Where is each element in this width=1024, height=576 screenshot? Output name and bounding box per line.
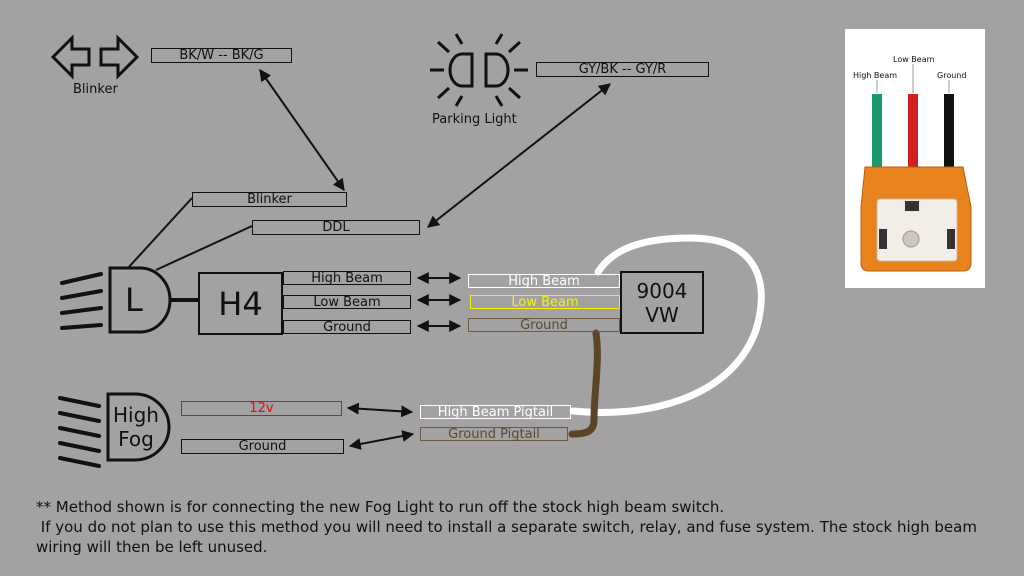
fog-12v-arrow xyxy=(346,402,414,418)
vw-ground-pin: Ground xyxy=(468,318,620,332)
connector-face xyxy=(876,198,958,262)
vw-low-beam-pin: Low Beam xyxy=(470,295,620,309)
parking-link-arrow xyxy=(427,83,611,228)
vw-9004-connector-label: 9004 VW xyxy=(636,278,688,327)
vw-high-beam-pin: High Beam xyxy=(468,274,620,288)
headlight-beam-lines xyxy=(60,272,103,330)
h4-connector-label: H4 xyxy=(218,284,263,323)
fog-12v-wire: 12v xyxy=(181,401,342,416)
headlight-ddl-wire: DDL xyxy=(252,220,420,235)
blinker-link-arrow xyxy=(259,69,345,191)
headlight-icon xyxy=(108,266,172,334)
red-wire xyxy=(908,94,918,174)
ground-pigtail: Ground Pigtail xyxy=(420,427,568,441)
headlight-blinker-wire: Blinker xyxy=(192,192,347,207)
black-wire xyxy=(944,94,954,174)
photo-label-low-beam: Low Beam xyxy=(893,55,935,64)
fog-ground-wire: Ground xyxy=(181,439,344,454)
blinker-arrows-icon xyxy=(50,34,140,80)
h4-low-beam-pin: Low Beam xyxy=(283,295,411,309)
parking-wire-colors: GY/BK -- GY/R xyxy=(536,62,709,77)
h4-connector: H4 xyxy=(198,272,283,335)
connector-photo-drawing xyxy=(860,64,972,272)
fog-ground-arrow xyxy=(348,430,415,450)
photo-label-high-beam: High Beam xyxy=(853,71,898,80)
blinker-wire-colors: BK/W -- BK/G xyxy=(151,48,292,63)
vw-9004-connector: 9004 VW xyxy=(620,271,704,334)
fog-beam-lines xyxy=(58,396,101,468)
method-note: ** Method shown is for connecting the ne… xyxy=(36,498,977,556)
fog-light-label: High Fog xyxy=(113,403,159,451)
parking-light-icon xyxy=(430,33,528,107)
blinker-icon-label: Blinker xyxy=(73,82,118,97)
fog-light-icon xyxy=(106,392,171,462)
parking-light-label: Parking Light xyxy=(432,112,517,127)
ground-pigtail-wire xyxy=(568,329,601,438)
photo-label-ground: Ground xyxy=(937,71,967,80)
high-beam-pigtail: High Beam Pigtail xyxy=(420,405,571,419)
connector-photo: High Beam Low Beam Ground xyxy=(845,29,985,288)
h4-ground-pin: Ground xyxy=(283,320,411,334)
headlight-letter: L xyxy=(125,281,143,319)
green-wire xyxy=(872,94,882,174)
h4-high-beam-pin: High Beam xyxy=(283,271,411,285)
high-beam-pigtail-wire xyxy=(569,234,765,416)
